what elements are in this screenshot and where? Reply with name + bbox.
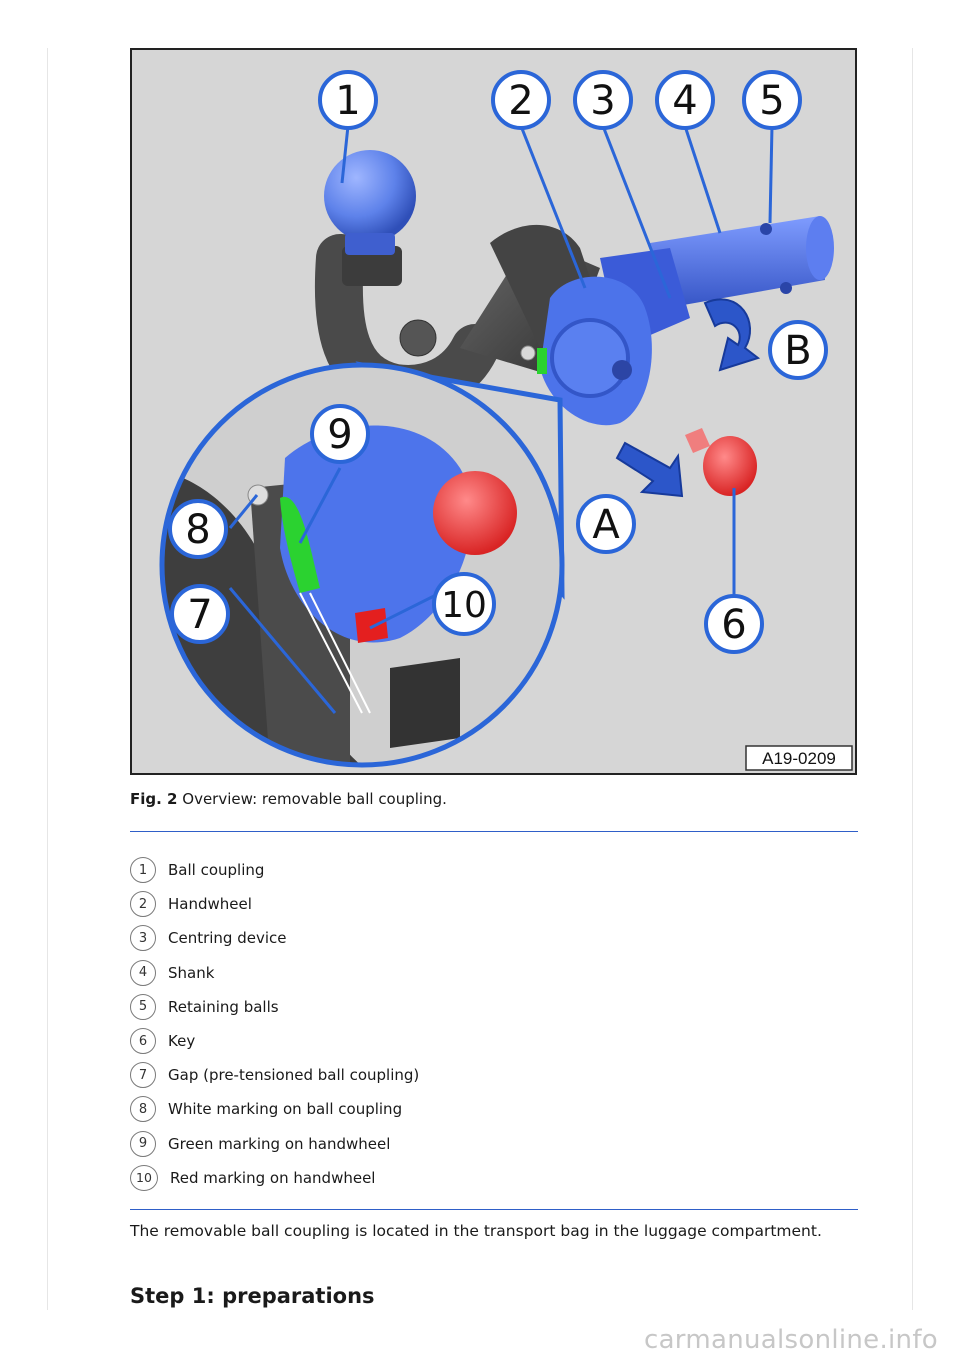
legend-item: 7 Gap (pre-tensioned ball coupling) (130, 1060, 419, 1094)
legend-item-label: Ball coupling (168, 861, 265, 880)
legend-item-label: Shank (168, 963, 215, 982)
svg-text:10: 10 (441, 585, 487, 626)
callout-5: 5 (742, 70, 802, 130)
ball-coupling-ball (324, 150, 416, 242)
svg-text:1: 1 (335, 78, 360, 124)
legend-item: 8 White marking on ball coupling (130, 1094, 419, 1128)
legend-item-label: Red marking on handwheel (170, 1168, 376, 1187)
legend-item: 10 Red marking on handwheel (130, 1163, 419, 1197)
legend-item-label: Key (168, 1032, 196, 1051)
legend-number-badge: 3 (130, 925, 156, 952)
callout-leaders (228, 125, 774, 714)
section-heading: Step 1: preparations (130, 1284, 375, 1308)
callout-labels: 1 2 3 4 5 6 7 8 9 10 A B (168, 70, 828, 654)
legend-item: 9 Green marking on handwheel (130, 1129, 419, 1163)
svg-text:4: 4 (672, 78, 697, 124)
callout-4: 4 (655, 70, 715, 130)
legend-number-badge: 1 (130, 857, 156, 884)
legend-number-badge: 10 (130, 1164, 158, 1191)
legend-number-badge: 8 (130, 1096, 156, 1123)
svg-text:3: 3 (590, 78, 615, 124)
svg-text:A19-0209: A19-0209 (762, 749, 836, 768)
callout-b: B (768, 320, 828, 380)
callout-9: 9 (310, 404, 370, 464)
svg-text:8: 8 (185, 507, 210, 553)
handwheel-red-knob (433, 471, 517, 555)
legend-number-badge: 6 (130, 1028, 156, 1055)
legend-item: 6 Key (130, 1026, 419, 1060)
legend-list: 1 Ball coupling 2 Handwheel 3 Centring devi… (130, 855, 419, 1197)
legend-divider-bottom (130, 1209, 858, 1210)
coupling-assembly-main (314, 150, 834, 498)
figure-label: Fig. 2 (130, 790, 178, 808)
legend-item: 1 Ball coupling (130, 855, 419, 889)
svg-text:B: B (784, 328, 811, 374)
callout-8: 8 (168, 499, 228, 559)
legend-divider-top (130, 831, 858, 832)
legend-item-label: Retaining balls (168, 997, 279, 1016)
arrow-b (703, 298, 761, 372)
body-paragraph: The removable ball coupling is located i… (130, 1222, 822, 1240)
legend-item-label: Gap (pre-tensioned ball coupling) (168, 1066, 420, 1085)
page-margin-rule-right (912, 48, 913, 1310)
legend-item: 3 Centring device (130, 923, 419, 957)
legend-number-badge: 7 (130, 1062, 156, 1089)
callout-6: 6 (704, 594, 764, 654)
watermark: carmanualsonline.info (643, 1325, 938, 1355)
arrow-a (615, 441, 684, 498)
legend-number-badge: 5 (130, 993, 156, 1020)
callout-a: A (576, 494, 636, 554)
svg-text:5: 5 (759, 78, 784, 124)
legend-number-badge: 4 (130, 959, 156, 986)
figure-caption: Fig. 2 Overview: removable ball coupling… (130, 790, 447, 808)
svg-text:2: 2 (508, 78, 533, 124)
legend-item: 4 Shank (130, 958, 419, 992)
callout-3: 3 (573, 70, 633, 130)
legend-number-badge: 9 (130, 1130, 156, 1157)
legend-item-label: White marking on ball coupling (168, 1100, 403, 1119)
callout-2: 2 (491, 70, 551, 130)
svg-text:A: A (592, 502, 620, 548)
legend-number-badge: 2 (130, 891, 156, 918)
legend-item-label: Handwheel (168, 895, 252, 914)
callout-1: 1 (318, 70, 378, 130)
figure-caption-text: Overview: removable ball coupling. (182, 790, 447, 808)
image-code-box: A19-0209 (745, 745, 853, 771)
page-margin-rule-left (47, 48, 48, 1310)
illustration-ball-coupling: 1 2 3 4 5 6 7 8 9 10 A B A19-0209 (130, 48, 857, 775)
legend-item: 5 Retaining balls (130, 992, 419, 1026)
callout-7: 7 (170, 584, 230, 644)
legend-item-label: Green marking on handwheel (168, 1134, 391, 1153)
legend-item: 2 Handwheel (130, 889, 419, 923)
key (685, 428, 757, 496)
legend-item-label: Centring device (168, 929, 287, 948)
callout-10: 10 (432, 572, 496, 636)
svg-text:7: 7 (187, 592, 212, 638)
svg-text:9: 9 (327, 412, 352, 458)
svg-text:6: 6 (721, 602, 746, 648)
